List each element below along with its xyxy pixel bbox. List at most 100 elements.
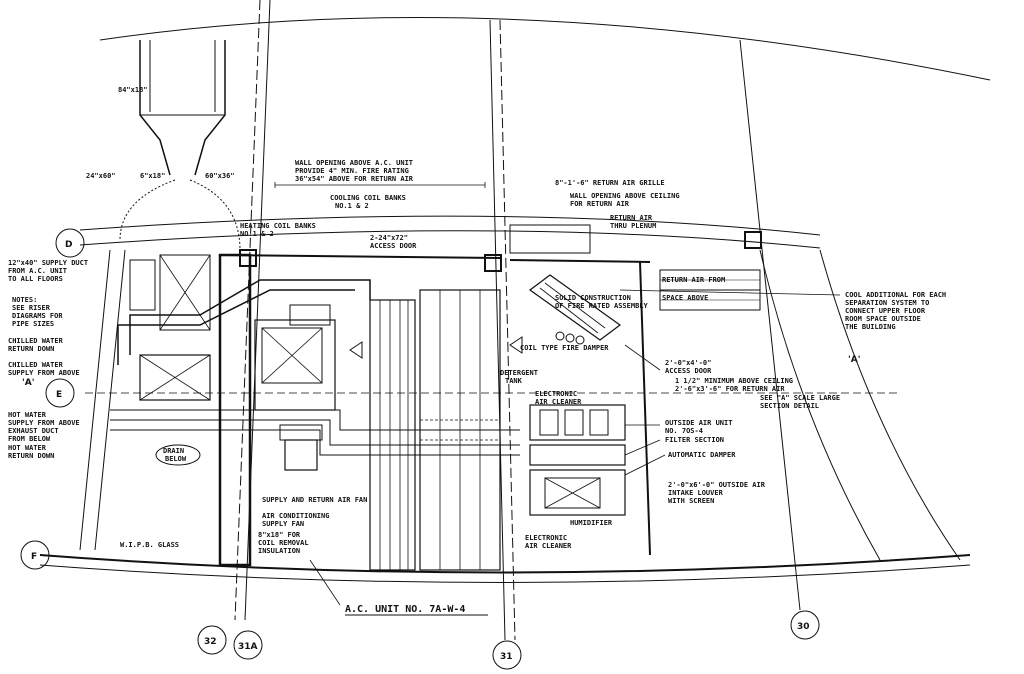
- duct-vertical-left: [159, 254, 211, 331]
- arrow-2: [509, 336, 523, 354]
- fan-discharge: [289, 304, 331, 326]
- wall-opening-right-sub: FOR RETURN AIR: [570, 200, 630, 208]
- shaft-right-edge: [194, 40, 226, 176]
- column-30: [744, 231, 762, 249]
- duct-curve-l: [119, 179, 176, 241]
- right-big-note-1: COOL ADDITIONAL FOR EACH: [845, 291, 946, 299]
- curve-wall-f-1: [39, 554, 971, 574]
- fire-damper-sub: OF FIRE RATED ASSEMBLY: [555, 302, 649, 310]
- chilled-supply-sub: SUPPLY FROM ABOVE: [8, 369, 80, 377]
- notes-label: NOTES:: [12, 296, 37, 304]
- curve-inner-right: [759, 249, 881, 561]
- grid-line-30: [739, 39, 801, 611]
- ac-room-wall-top: [219, 254, 501, 259]
- exhaust-label: EXHAUST DUCT: [8, 427, 59, 435]
- wall-left-inner: [94, 249, 126, 551]
- pipe-2: [110, 419, 520, 446]
- shaft-left-edge: [139, 40, 171, 176]
- tag-right-1: 1 1/2" MINIMUM ABOVE CEILING: [675, 377, 793, 385]
- dim-right-small-label: 60"x36": [205, 172, 235, 180]
- right-big-note-5: THE BUILDING: [845, 323, 896, 331]
- leader-filter: [624, 439, 661, 456]
- grid-bubble-31: [492, 640, 522, 670]
- grid-bubble-31a-label: 31A: [238, 642, 258, 652]
- outside-air-unit-box: [529, 469, 626, 516]
- dim-left2-label: 6"x18": [140, 172, 165, 180]
- electronic-air-sub: AIR CLEANER: [535, 398, 582, 406]
- hot-water-sub: SUPPLY FROM ABOVE: [8, 419, 80, 427]
- heating-coil-label: HEATING COIL BANKS: [240, 222, 316, 230]
- coil-note-label: 8"x18" FOR: [258, 531, 301, 539]
- chilled-supply-label: CHILLED WATER: [8, 361, 64, 369]
- wall-left-outer: [79, 249, 111, 551]
- grid-bubble-31-label: 31: [500, 652, 513, 662]
- wall-opening-sub1: PROVIDE 4" MIN. FIRE RATING: [295, 167, 409, 175]
- curve-wall-d-1: [79, 215, 821, 236]
- see-section-sub: SECTION DETAIL: [760, 402, 819, 410]
- section-mark-right: 'A': [848, 355, 860, 365]
- filter-section-box: [529, 444, 626, 466]
- grid-line-31b: [499, 19, 516, 641]
- drain-bubble: [155, 444, 201, 466]
- supply-fan-inner: [261, 327, 323, 384]
- supply-fan-label: SUPPLY AND RETURN AIR FAN: [262, 496, 367, 504]
- auto-damper-label: AUTOMATIC DAMPER: [668, 451, 736, 459]
- duct-route-top: [129, 279, 371, 355]
- dim-top-label: 84"x18": [118, 86, 148, 94]
- grid-bubble-e: [45, 378, 75, 408]
- heating-coil-sub: NO.1 & 2: [240, 230, 274, 238]
- supply-duct-label: 12"x40" SUPPLY DUCT: [8, 259, 88, 267]
- pipe-1: [110, 409, 520, 431]
- grid-bubble-f: [20, 540, 50, 570]
- leader-right-big: [619, 289, 841, 296]
- drain-label: DRAIN: [163, 447, 184, 455]
- return-air-label: RETURN AIR: [610, 214, 653, 222]
- electronic-bank-sub: AIR CLEANER: [525, 542, 572, 550]
- column-31a: [239, 249, 257, 267]
- curve-wall-f-2: [39, 564, 971, 583]
- return-air-sub: THRU PLENUM: [610, 222, 656, 230]
- coil-type-fire-label: COIL TYPE FIRE DAMPER: [520, 344, 609, 352]
- cooling-coil-sub: NO.1 & 2: [335, 202, 369, 210]
- filter-section-label: FILTER SECTION: [665, 436, 724, 444]
- hot-water-return-label: HOT WATER: [8, 444, 47, 452]
- supply-duct-sub2: TO ALL FLOORS: [8, 275, 63, 283]
- ac-room-wall-top-r: [509, 259, 651, 263]
- wire-glass-label: W.I.P.B. GLASS: [120, 541, 179, 549]
- return-air-right-sub: SPACE ABOVE: [662, 294, 708, 302]
- right-big-note-3: CONNECT UPPER FLOOR: [845, 307, 926, 315]
- filters-sub: ACCESS DOOR: [370, 242, 417, 250]
- chilled-water-label: CHILLED WATER: [8, 337, 64, 345]
- detergent-sub: TANK: [505, 377, 523, 385]
- grid-bubble-32: [197, 625, 227, 655]
- access-door-label: 2'-0"x4'-0": [665, 359, 711, 367]
- coil-note-sub: COIL REMOVAL: [258, 539, 309, 547]
- outside-air-sub2: WITH SCREEN: [668, 497, 714, 505]
- right-big-note-2: SEPARATION SYSTEM TO: [845, 299, 929, 307]
- top-return-grille: [509, 224, 591, 254]
- outside-air-unit-sub: NO. 7OS-4: [665, 427, 703, 435]
- filters-label: 2-24"x72": [370, 234, 408, 242]
- duct-route-top-2: [117, 289, 355, 365]
- section-mark-left: 'A': [22, 378, 34, 388]
- exhaust-sub: FROM BELOW: [8, 435, 51, 443]
- duct-curve-r: [189, 179, 241, 251]
- ac-room-wall-right: [639, 261, 651, 556]
- return-grille-label: 8"-1'-6" RETURN AIR GRILLE: [555, 179, 665, 187]
- leader-damper: [624, 454, 666, 476]
- grid-bubble-d: [55, 228, 85, 258]
- grid-bubble-31a: [233, 630, 263, 660]
- leader-fire-damper: [624, 344, 661, 371]
- tag-right-1b: 2'-6"x3'-6" FOR RETURN AIR: [675, 385, 785, 393]
- electronic-air-cleaner: [529, 404, 626, 441]
- notes-3: PIPE SIZES: [12, 320, 54, 328]
- supply-duct-box: [139, 354, 211, 401]
- access-door-sub: ACCESS DOOR: [665, 367, 712, 375]
- grid-line-31: [489, 19, 506, 641]
- insulation-label: INSULATION: [258, 547, 300, 555]
- fan-motor-base: [279, 424, 323, 441]
- duct-vertical-left-2: [129, 259, 156, 311]
- pipe-3: [110, 429, 520, 456]
- see-section-label: SEE "A" SCALE LARGE: [760, 394, 840, 402]
